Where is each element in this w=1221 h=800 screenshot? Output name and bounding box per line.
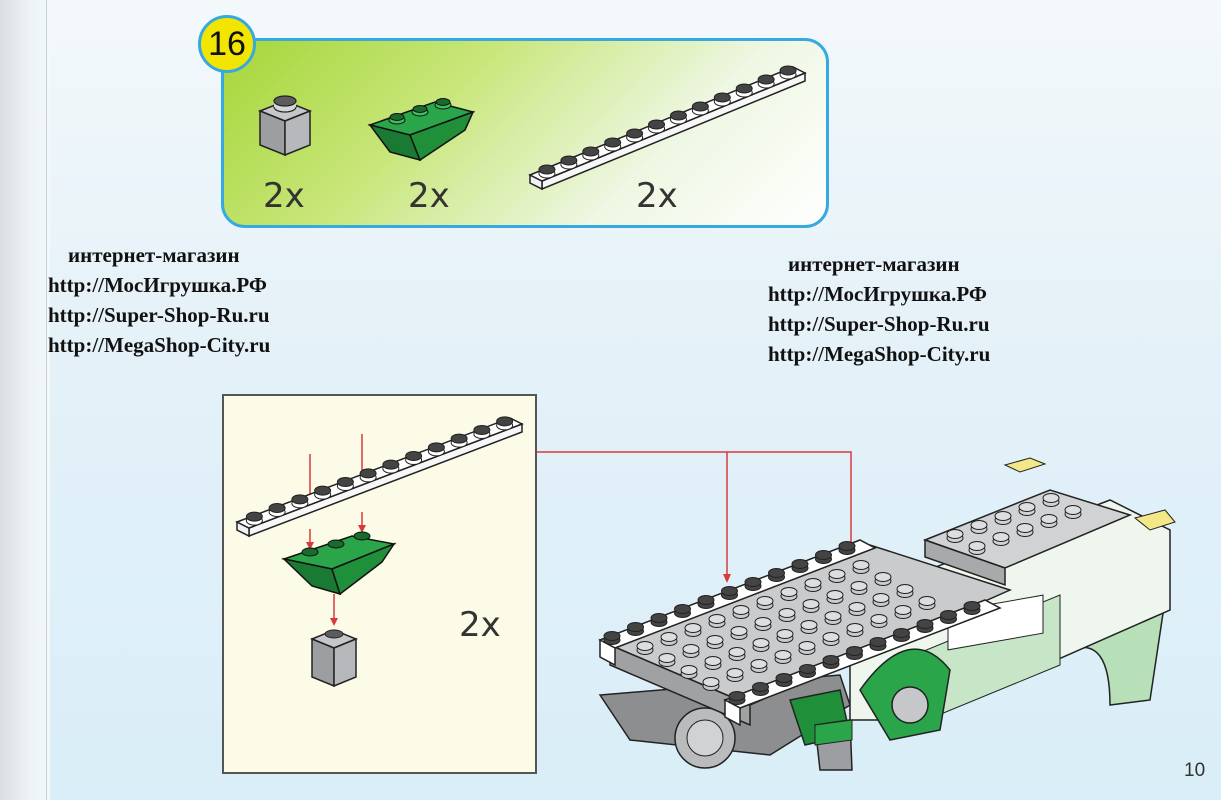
shop-link: http://Super-Shop-Ru.ru [768, 312, 990, 336]
shop-link: http://МосИгрушка.РФ [768, 282, 987, 306]
white-plate-icon [528, 65, 807, 191]
assembly-qty: 2x [459, 605, 501, 645]
shop-title: интернет-магазин [68, 243, 240, 267]
part-qty-white-plate: 2x [636, 176, 678, 216]
shop-link: http://MegaShop-City.ru [768, 342, 991, 366]
shop-link: http://Super-Shop-Ru.ru [48, 303, 270, 327]
step-number-badge: 16 [198, 15, 256, 73]
part-qty-green-slope: 2x [408, 176, 450, 216]
parts-needed-panel [221, 38, 829, 228]
page-number: 10 [1184, 760, 1206, 781]
part-qty-gray-brick: 2x [263, 176, 305, 216]
sub-assembly-diagram [235, 416, 524, 688]
shop-link: http://MegaShop-City.ru [48, 333, 271, 357]
book-spine [0, 0, 50, 800]
shop-watermark-right: интернет-магазин http://МосИгрушка.РФ ht… [768, 249, 990, 369]
sub-assembly-panel [222, 394, 537, 774]
shop-watermark-left: интернет-магазин http://МосИгрушка.РФ ht… [48, 240, 270, 360]
green-slope-icon [367, 98, 476, 162]
vehicle-model-illustration [598, 457, 1176, 771]
spine-fold-line [46, 0, 47, 800]
gray-brick-icon [257, 95, 313, 157]
shop-link: http://МосИгрушка.РФ [48, 273, 267, 297]
shop-title: интернет-магазин [788, 252, 960, 276]
